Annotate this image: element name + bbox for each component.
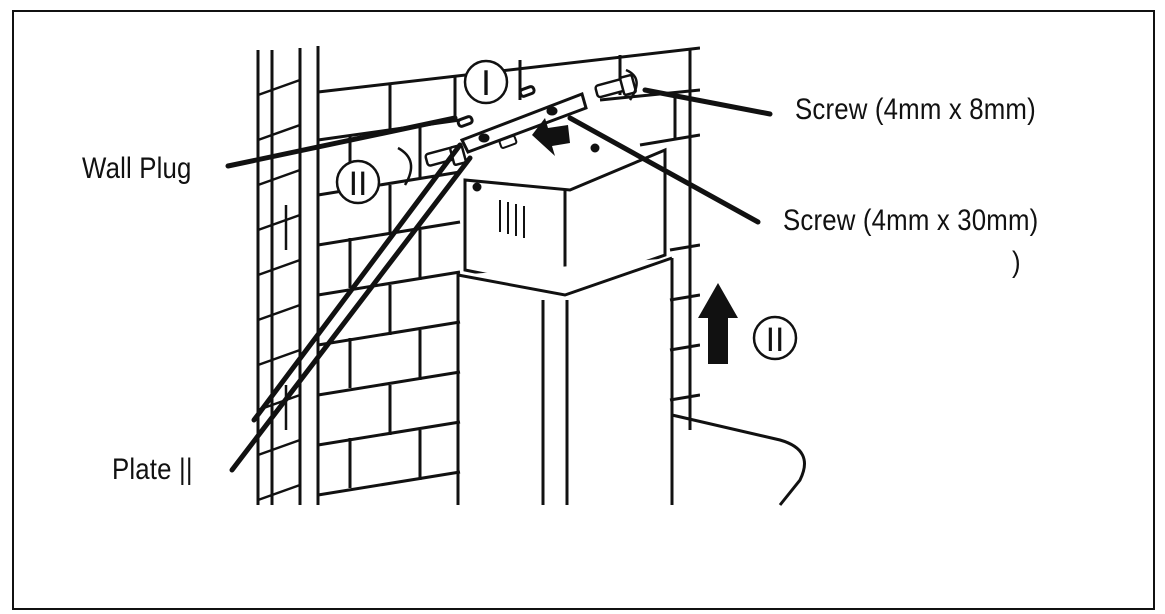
- diagram-frame: [12, 10, 1155, 610]
- stray-paren-label: ): [1012, 246, 1021, 279]
- plate-label: Plate ||: [112, 453, 193, 486]
- leader-lines: [225, 87, 773, 473]
- step-marker-1: I: [463, 59, 509, 105]
- chimney-cover: [456, 143, 806, 506]
- push-arrow-icon: [532, 118, 570, 156]
- screw-small-label: Screw (4mm x 8mm): [795, 93, 1036, 126]
- screw-small-graphic: [594, 68, 638, 101]
- step-1-label: I: [481, 64, 491, 104]
- step-2-right-label: II: [766, 321, 785, 359]
- step-marker-2-right: II: [752, 315, 798, 361]
- mounting-bracket: [456, 85, 588, 154]
- step-2-left-label: II: [349, 165, 368, 203]
- step-marker-2-left: II: [335, 159, 381, 205]
- small-screw-bracket: [498, 135, 518, 149]
- wall-plug-label: Wall Plug: [82, 152, 192, 185]
- screw-long-label: Screw (4mm x 30mm): [783, 204, 1039, 237]
- up-arrow-icon: [698, 283, 738, 364]
